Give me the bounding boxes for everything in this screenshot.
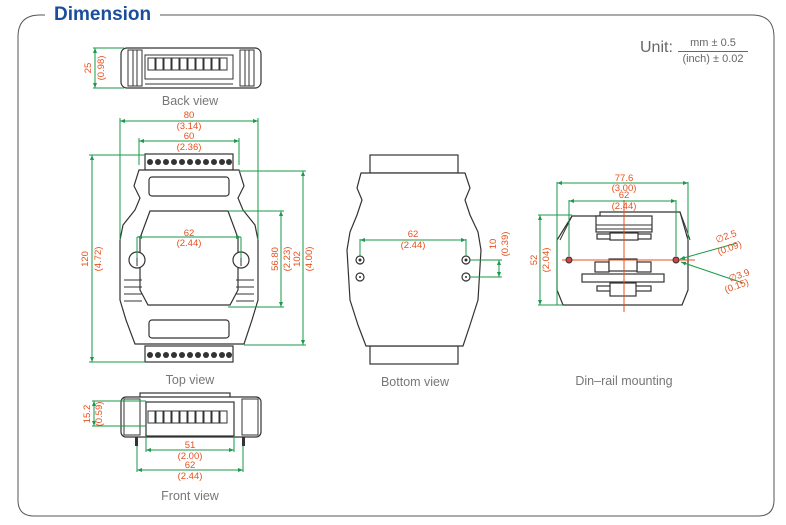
- front-outer-in: (2.44): [178, 471, 203, 482]
- back-view-label: Back view: [161, 94, 219, 108]
- top-terminal-mm: 60: [184, 131, 195, 142]
- top-hole-spacing-in: (2.44): [177, 238, 202, 249]
- back-height-in: (0.98): [96, 56, 107, 81]
- top-terminal-in: (2.36): [177, 142, 202, 153]
- top-view-drawing: [89, 118, 306, 363]
- section-title: Dimension: [50, 3, 156, 27]
- front-inner-in: (2.00): [178, 451, 203, 462]
- top-length-mm: 120: [80, 251, 91, 267]
- front-view-label: Front view: [161, 489, 219, 503]
- din-hole-spacing-mm: 62: [619, 190, 630, 201]
- top-width-mm: 80: [184, 110, 195, 121]
- bottom-offset-mm: 10: [488, 239, 499, 250]
- top-inner-in: (2.23): [282, 247, 293, 272]
- bottom-view-drawing: [346, 154, 502, 365]
- din-rail-drawing: [538, 181, 744, 312]
- top-hole-spacing-mm: 62: [184, 228, 195, 239]
- unit-mm-tolerance: mm ± 0.5: [678, 36, 748, 52]
- top-body-in: (4.00): [304, 247, 315, 272]
- front-height-in: (0.59): [94, 402, 105, 427]
- bottom-offset-in: (0.39): [500, 232, 511, 257]
- din-width-mm: 77.6: [615, 173, 634, 184]
- din-width-in: (3.00): [612, 183, 637, 194]
- din-hole-spacing-in: (2.44): [612, 201, 637, 212]
- back-dip-switches: [147, 57, 228, 71]
- back-view-drawing: [93, 47, 262, 89]
- top-length-in: (4.72): [93, 247, 104, 272]
- unit-fraction: mm ± 0.5 (inch) ± 0.02: [678, 36, 748, 66]
- unit-inch-tolerance: (inch) ± 0.02: [682, 53, 744, 65]
- bottom-view-label: Bottom view: [380, 375, 450, 389]
- top-inner-mm: 56.80: [270, 247, 281, 271]
- bottom-hole-spacing-mm: 62: [408, 229, 419, 240]
- din-height-mm: 52: [529, 255, 540, 266]
- top-body-mm: 102: [292, 251, 303, 267]
- top-width-in: (3.14): [177, 121, 202, 132]
- front-inner-mm: 51: [185, 440, 196, 451]
- front-height-mm: 15.2: [82, 405, 93, 424]
- front-outer-mm: 62: [185, 460, 196, 471]
- din-d2-in: (0.15): [723, 277, 750, 296]
- din-rail-label: Din–rail mounting: [575, 374, 673, 388]
- unit-label: Unit:: [640, 39, 673, 56]
- back-height-mm: 25: [83, 63, 94, 74]
- bottom-hole-spacing-in: (2.44): [401, 240, 426, 251]
- top-view-label: Top view: [165, 373, 215, 387]
- front-view-drawing: [92, 392, 262, 472]
- din-height-in: (2.04): [541, 248, 552, 273]
- front-dip-switches: [147, 410, 228, 424]
